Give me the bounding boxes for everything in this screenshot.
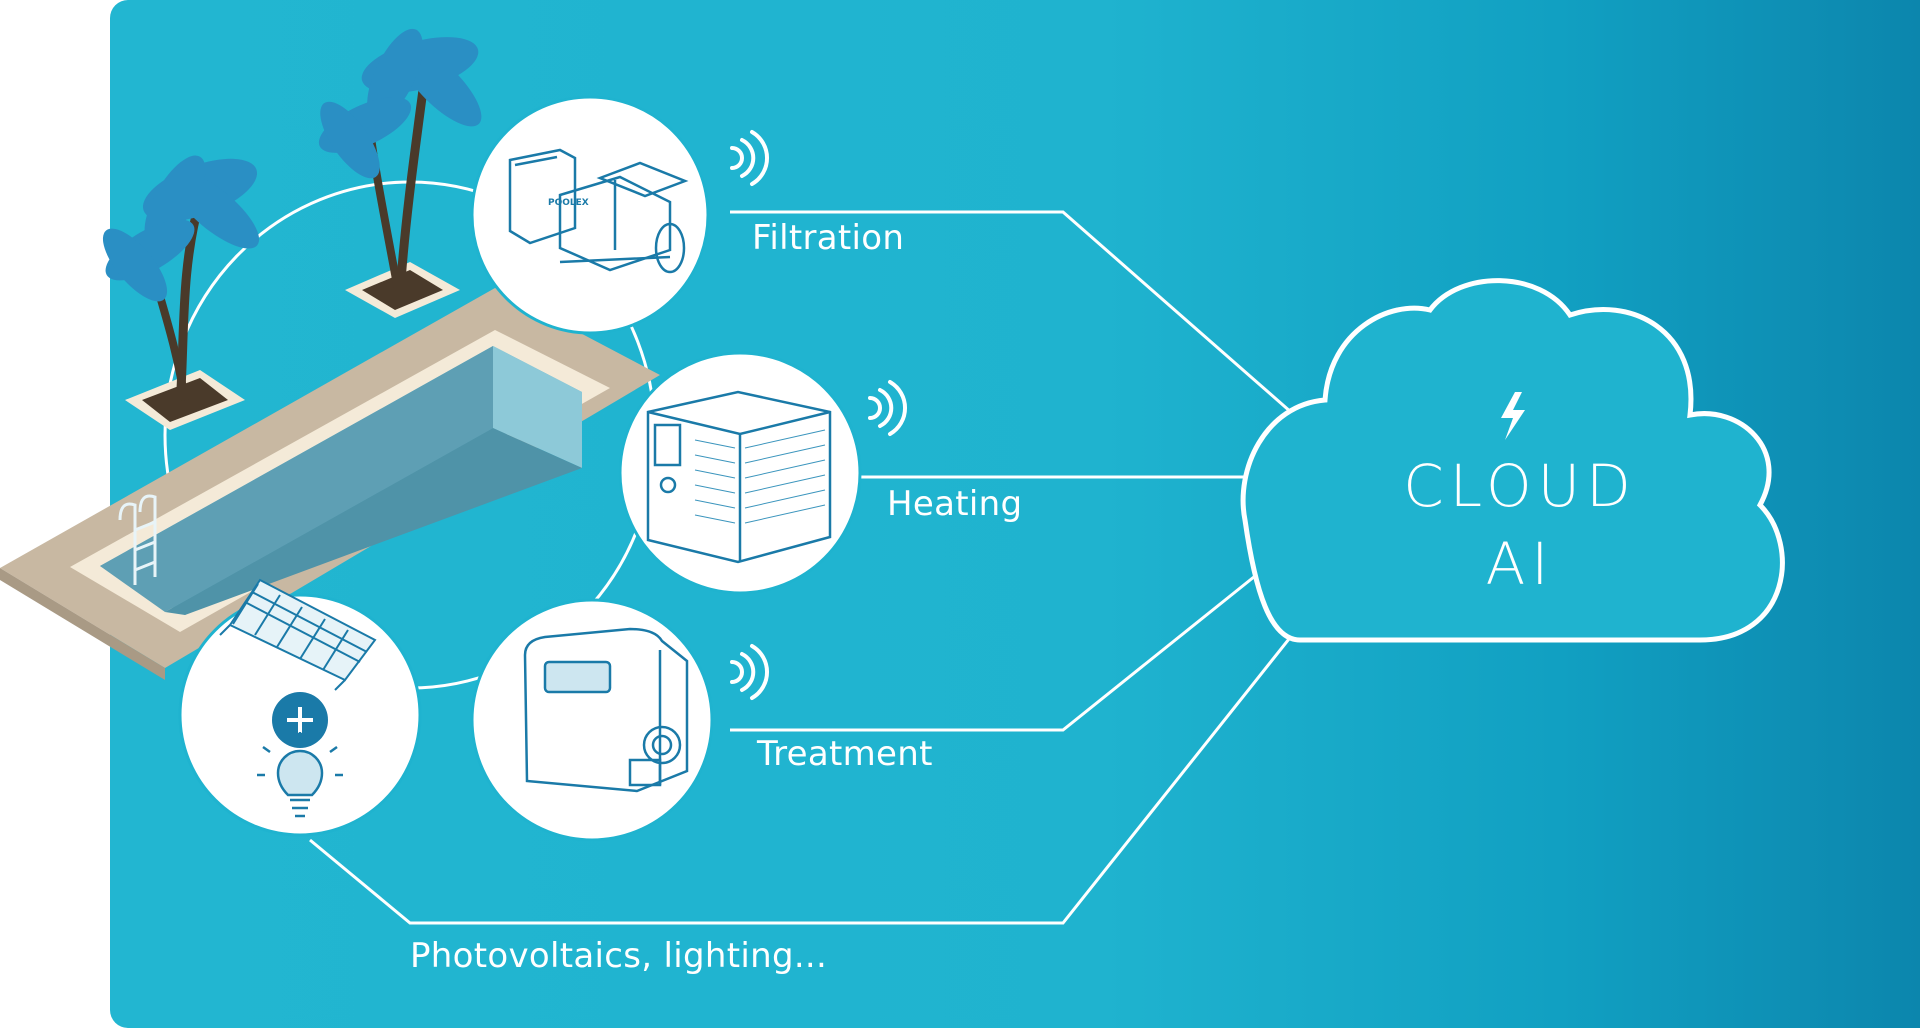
photovoltaics-link <box>309 599 1322 925</box>
wifi-signal-icon <box>868 380 908 436</box>
treatment-label: Treatment <box>757 734 933 774</box>
photovoltaics-label: Photovoltaics, lighting... <box>410 936 828 976</box>
light-bulb-icon <box>257 732 343 818</box>
solar-panel-icon <box>219 578 377 691</box>
plus-icon <box>272 692 328 748</box>
wifi-signal-icon <box>730 644 770 700</box>
heat-pump-icon <box>646 390 832 564</box>
treatment-circle <box>470 598 714 842</box>
cloud-title-line2: AI <box>1485 530 1555 598</box>
heating-label: Heating <box>887 484 1023 524</box>
pool-pump-icon: POOLEX <box>508 148 689 274</box>
water-treatment-unit-icon <box>523 627 689 793</box>
palm-tree-right <box>318 28 482 318</box>
cloud-shape <box>1240 278 1785 643</box>
filtration-circle <box>470 95 710 335</box>
wifi-signal-icon <box>730 130 770 186</box>
treatment-link <box>730 538 1301 732</box>
lightning-bolt-icon <box>1501 392 1525 440</box>
palm-tree-left <box>102 155 260 430</box>
swimming-pool <box>0 288 660 680</box>
filtration-link <box>730 210 1301 422</box>
svg-text:POOLEX: POOLEX <box>548 198 589 208</box>
filtration-label: Filtration <box>752 218 905 258</box>
cloud-title-line1: CLOUD <box>1403 452 1637 520</box>
